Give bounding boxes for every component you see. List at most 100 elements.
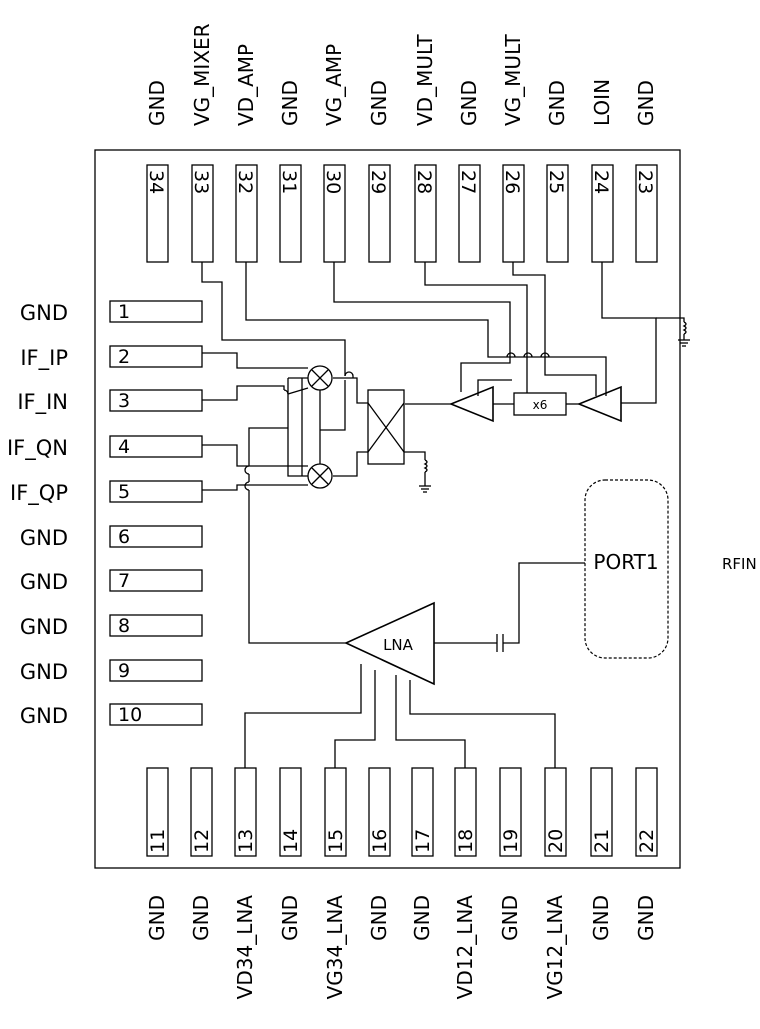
pin-number: 18 xyxy=(455,829,477,853)
pin-number: 9 xyxy=(118,660,130,682)
pin-pad xyxy=(368,164,391,263)
pin-pad xyxy=(109,300,203,323)
pin-number: 22 xyxy=(636,829,658,853)
pin-label: GND xyxy=(457,80,481,126)
pin-number: 20 xyxy=(545,829,567,853)
pin-number: 3 xyxy=(118,390,130,412)
pin-label: VD_MULT xyxy=(413,34,437,126)
pin-number: 11 xyxy=(147,829,169,853)
pin-label: GND xyxy=(189,895,213,941)
pin-pad xyxy=(190,767,213,857)
pin-number: 13 xyxy=(235,829,257,853)
chip-outline xyxy=(94,149,681,869)
pin-label: GND xyxy=(410,895,434,941)
pin-pad xyxy=(590,767,613,857)
pin-label: IF_QP xyxy=(10,481,68,506)
pin-5: 5IF_QP xyxy=(10,480,203,506)
port1-block: PORT1 xyxy=(584,479,669,659)
pin-number: 21 xyxy=(591,829,613,853)
pin-label: GND xyxy=(20,570,68,594)
mixer-wiring xyxy=(201,262,354,644)
pin-pad xyxy=(109,703,203,726)
pin-pad xyxy=(411,767,434,857)
pin-label: GND xyxy=(498,895,522,941)
pin-label: VG_AMP xyxy=(322,44,346,126)
pin-number: 23 xyxy=(634,170,656,194)
pin-label: IF_IN xyxy=(17,390,68,415)
pin-label: GND xyxy=(367,80,391,126)
rfin-label: RFIN xyxy=(722,555,757,573)
pin-pad xyxy=(109,480,203,503)
pin-pad xyxy=(368,767,391,857)
pin-pad xyxy=(499,767,522,857)
ground-icon xyxy=(678,339,690,347)
mixer-i xyxy=(307,365,333,391)
pin-pad xyxy=(279,164,302,263)
pin-2: 2IF_IP xyxy=(20,345,203,371)
lo-amplifier-left xyxy=(448,385,494,423)
pin-label: GND xyxy=(20,615,68,639)
pin-label: GND xyxy=(634,80,658,126)
pin-pad xyxy=(109,614,203,637)
pin-6: 6 GND xyxy=(20,525,203,550)
pin-number: 15 xyxy=(325,829,347,853)
pin-label: GND xyxy=(20,526,68,550)
pin-number: 17 xyxy=(412,829,434,853)
pin-28: 28 VD_MULT xyxy=(413,34,437,263)
pin-number: 19 xyxy=(500,829,522,853)
pin-label: VG_MIXER xyxy=(190,23,214,126)
left-pins: 1GND2IF_IP3IF_IN4IF_QN5IF_QP6GND7GND8GND… xyxy=(7,300,203,728)
pin-3: 3 IF_IN xyxy=(17,389,203,415)
pin-number: 27 xyxy=(457,170,479,194)
pin-29: 29 GND xyxy=(367,80,391,263)
bottom-pins: 11GND12GND13VD34_LNA14GND15VG34_LNA16GND… xyxy=(145,767,658,1000)
pin-number: 25 xyxy=(545,170,567,194)
top-pins: 34GND33VG_MIXER32VD_AMP31GND30VG_AMP29GN… xyxy=(145,23,658,263)
pin-pad xyxy=(109,345,203,368)
pin-number: 1 xyxy=(118,301,130,323)
lna-amplifier: LNA xyxy=(244,562,585,768)
pin-pad xyxy=(109,569,203,592)
pin-label: GND xyxy=(278,895,302,941)
pin-label: VG_MULT xyxy=(501,34,525,126)
pin-label: IF_IP xyxy=(20,346,68,371)
pin-30: 30 VG_AMP xyxy=(322,44,346,263)
pin-number: 4 xyxy=(118,436,130,458)
pin-number: 6 xyxy=(118,526,130,548)
pin-4: 4 IF_QN xyxy=(7,435,203,461)
pin-label: VD34_LNA xyxy=(233,895,257,1000)
pin-label: LOIN xyxy=(590,79,614,126)
pin-label: GND xyxy=(545,80,569,126)
lo-chain: x6 xyxy=(245,262,690,423)
pin-number: 29 xyxy=(367,170,389,194)
pin-number: 30 xyxy=(322,170,344,194)
pin-pad xyxy=(458,164,481,263)
pin-label: GND xyxy=(20,301,68,325)
pin-label: IF_QN xyxy=(7,436,68,461)
pin-number: 28 xyxy=(413,170,435,194)
pin-number: 14 xyxy=(280,829,302,853)
pin-pad xyxy=(635,164,658,263)
pin-25: 25 GND xyxy=(545,80,569,263)
pin-label: VD12_LNA xyxy=(453,895,477,1000)
port1-label: PORT1 xyxy=(593,550,658,574)
ground-icon xyxy=(419,485,431,493)
